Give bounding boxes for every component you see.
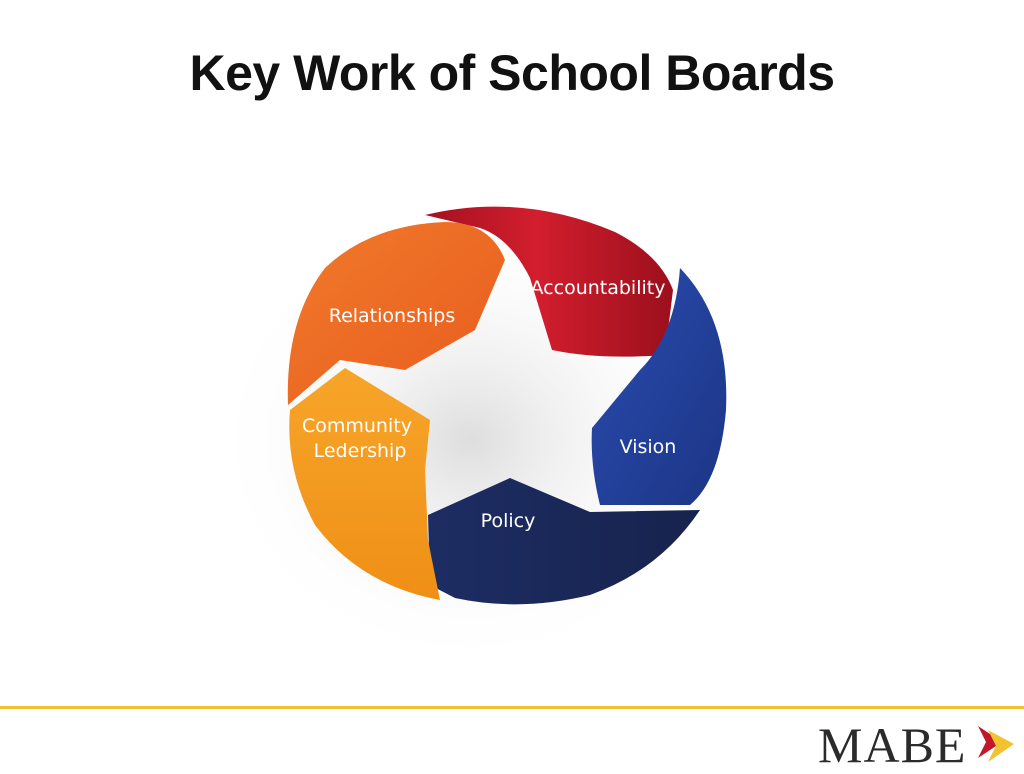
segment-vision <box>591 268 727 505</box>
slide-title: Key Work of School Boards <box>189 45 835 101</box>
logo-wordmark: MABE <box>818 717 967 773</box>
key-work-cycle-diagram: Accountability Vision Policy Community L… <box>210 206 730 670</box>
label-policy: Policy <box>481 510 536 532</box>
segment-policy <box>428 478 700 605</box>
label-community-ledership: Community Ledership <box>302 415 418 462</box>
label-relationships: Relationships <box>329 305 456 327</box>
segment-accountability <box>425 206 673 357</box>
label-accountability: Accountability <box>531 277 666 299</box>
arrow-chevron-icon <box>978 726 1014 762</box>
label-vision: Vision <box>620 436 677 458</box>
segment-community-ledership <box>289 368 440 600</box>
mabe-logo: MABE <box>818 712 1018 773</box>
footer-divider <box>0 706 1024 709</box>
segment-relationships <box>287 222 505 405</box>
